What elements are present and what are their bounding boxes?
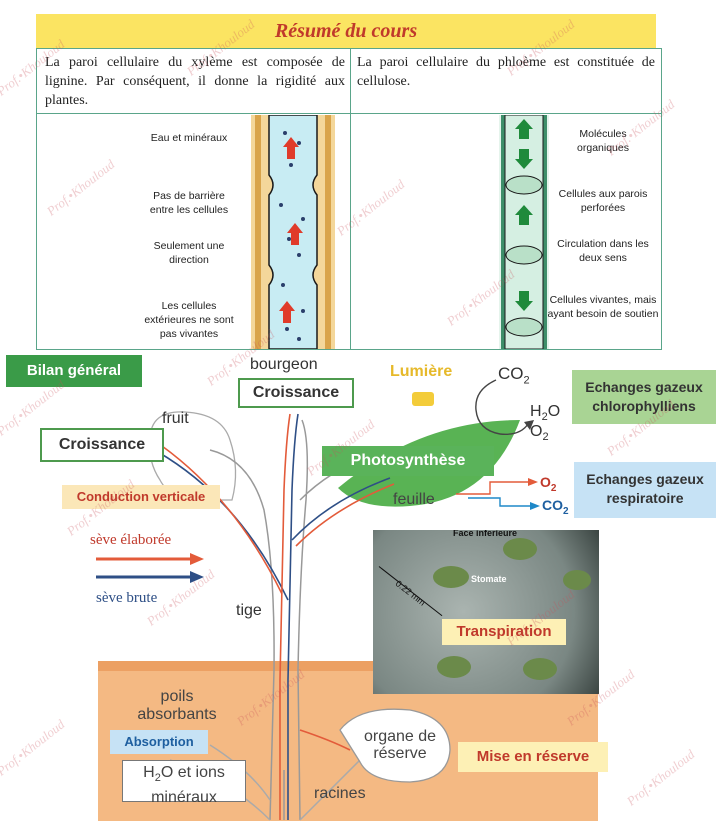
phloem-label-organic: Molécules organiques [577, 128, 629, 154]
fruit-outline [149, 411, 237, 501]
label-poils: poils absorbants [137, 688, 217, 723]
label-fruit: fruit [162, 410, 189, 427]
label-echanges-resp: Echanges gazeux respiratoire [574, 462, 716, 518]
micrograph-background [373, 530, 599, 694]
stomate-cell [523, 658, 557, 680]
table-divider [350, 49, 351, 349]
phloem-label-perforated: Cellules aux parois perforées [558, 188, 648, 214]
stomata-micrograph: Face inferieure Stomate 0.22 mm [373, 530, 599, 694]
label-co2-resp: CO2 [542, 497, 569, 517]
label-o2-resp: O2 [540, 474, 557, 494]
stomate-cell [437, 656, 471, 678]
xylem-description: La paroi cellulaire du xylème est compos… [45, 55, 345, 108]
summary-table: La paroi cellulaire du xylème est compos… [36, 48, 662, 350]
xylem-label-dead-cells: Les cellules extérieures ne sont pas viv… [144, 300, 234, 340]
label-seve-elaboree: sève élaborée [90, 532, 172, 548]
arrow-seve-brute [96, 571, 204, 583]
label-organe: organe de réserve [363, 728, 437, 762]
table-row-divider [37, 113, 661, 114]
label-echanges-chloro: Echanges gazeux chlorophylliens [572, 370, 716, 424]
soil-surface [98, 661, 598, 671]
label-h2o-top: H2O [530, 403, 561, 424]
xylem-label-direction: Seulement une direction [153, 240, 225, 266]
label-feuille: feuille [393, 491, 435, 508]
label-conduction: Conduction verticale [62, 485, 220, 509]
label-o2-top: O2 [530, 423, 549, 444]
summary-title: Résumé du cours [36, 14, 656, 48]
arrow-seve-elaboree [96, 553, 204, 565]
label-co2-top: CO2 [498, 364, 530, 387]
phloem-label-living: Cellules vivantes, mais ayant besoin de … [547, 294, 659, 320]
phloem-label-two-ways: Circulation dans les deux sens [557, 238, 649, 264]
label-racines: racines [314, 785, 366, 802]
reserve-organ-shape [339, 708, 451, 783]
label-face-inferieure: Face inferieure [453, 530, 518, 538]
bilan-title: Bilan général [6, 355, 142, 387]
xylem-label-barrier: Pas de barrière entre les cellules [149, 190, 229, 216]
xylem-vessel-illustration [251, 115, 335, 349]
label-transpiration: Transpiration [442, 619, 566, 645]
label-tige: tige [236, 602, 262, 619]
label-bourgeon: bourgeon [250, 356, 318, 373]
xylem-label-water: Eau et minéraux [150, 132, 228, 144]
stomate-cell [563, 570, 591, 590]
label-croissance-left: Croissance [40, 428, 164, 462]
stomate-cell [433, 566, 469, 588]
label-absorption: Absorption [110, 730, 208, 754]
label-h2o-ions: H2O et ions minéraux [122, 760, 246, 806]
label-mise-reserve: Mise en réserve [458, 742, 608, 772]
phloem-vessel-illustration [499, 115, 549, 349]
phloem-description: La paroi cellulaire du phloème est const… [357, 55, 655, 89]
light-symbol [412, 392, 434, 406]
label-lumiere: Lumière [390, 363, 453, 380]
label-photosynthese: Photosynthèse [322, 446, 494, 476]
stomate-cell [503, 538, 537, 560]
label-stomate: Stomate [471, 574, 507, 584]
label-seve-brute: sève brute [96, 590, 158, 606]
label-croissance-top: Croissance [238, 378, 354, 408]
